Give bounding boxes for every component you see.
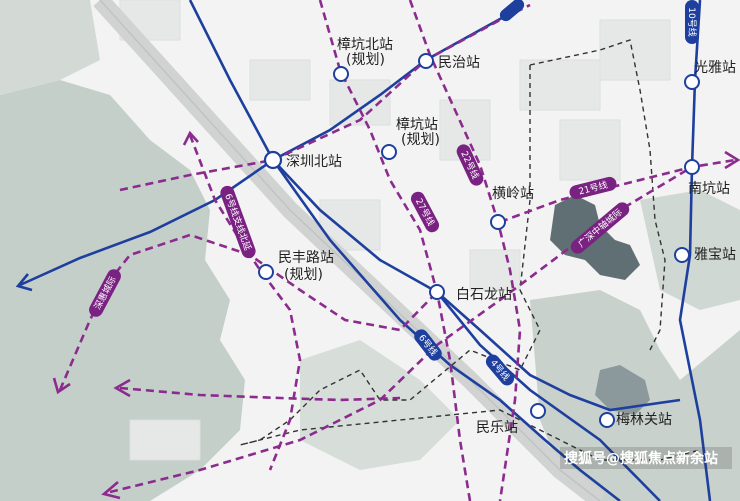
station-zhangkengbei-marker[interactable] [333,66,349,82]
badge-line10-text: 10号线 [686,7,698,36]
line6-path [271,159,621,501]
line27-path [318,0,472,501]
west-planned-path [119,386,401,402]
station-minfenglu-note: (规划) [284,267,323,283]
station-nankeng-label: 南坑站 [688,181,730,197]
line6-branch-path [188,134,302,471]
line-northwest-path [119,3,531,192]
arrow-guangshen-southwest [101,481,121,500]
park-south [300,340,460,470]
station-zhangkeng-label: 樟坑站 [396,116,438,133]
district-boundary [239,39,701,461]
badge-north-top [499,0,525,22]
station-zhangkengbei-note: (规划) [346,52,385,68]
station-minfenglu-marker[interactable] [258,264,274,280]
station-zhangkeng-marker[interactable] [381,144,397,160]
station-shenzhenbei-label: 深圳北站 [286,154,342,170]
station-minzhi-label: 民治站 [438,55,480,71]
station-hengling-label: 横岭站 [492,186,534,202]
station-minle-label: 民乐站 [476,420,518,436]
station-yabao-marker[interactable] [674,247,690,263]
station-minle-marker[interactable] [530,403,546,419]
station-meilinguan-marker[interactable] [599,412,615,428]
line10-arrow-west [15,273,33,292]
reservoir-south [595,365,650,415]
station-guangya-marker[interactable] [684,74,700,90]
stations: 樟坑北站 (规划) 民治站 光雅站 樟坑站 (规划) 深圳北站 横岭站 南坑站 … [258,36,736,436]
station-minzhi-marker[interactable] [418,53,434,69]
station-zhangkengbei-label: 樟坑北站 [337,36,393,53]
park-northwest [0,0,100,95]
arrow-west-planned [113,378,131,398]
district-boundary-west [519,65,531,291]
station-hengling-marker[interactable] [490,214,506,230]
park-west [0,80,245,501]
planned-lines [58,0,736,501]
arrow-shenhui-south [52,377,71,395]
station-minfenglu-label: 民丰路站 [278,250,334,266]
line4-path [188,0,661,501]
arrow-line21-east [724,150,740,170]
guangshen-path [109,165,693,494]
arrow-line6-branch-north [182,130,199,146]
station-guangya-label: 光雅站 [694,60,736,76]
station-zhangkeng-note: (规划) [401,132,440,148]
station-yabao-label: 雅宝站 [694,247,736,263]
watermark-text: 搜狐号@搜狐焦点新余站 [564,450,718,467]
station-meilinguan-label: 梅林关站 [616,412,672,428]
station-baishilong-marker[interactable] [429,284,445,300]
line21-path [499,158,736,224]
station-nankeng-marker[interactable] [684,159,700,175]
planned-arrows [52,130,740,500]
station-shenzhenbei-marker[interactable] [263,150,283,170]
watermark: 搜狐号@搜狐焦点新余站 [560,447,732,469]
badge-line21: 21号线 [569,176,617,200]
station-baishilong-label: 白石龙站 [456,287,512,303]
connector-path [436,291,681,412]
badge-line10: 10号线 [685,0,699,44]
